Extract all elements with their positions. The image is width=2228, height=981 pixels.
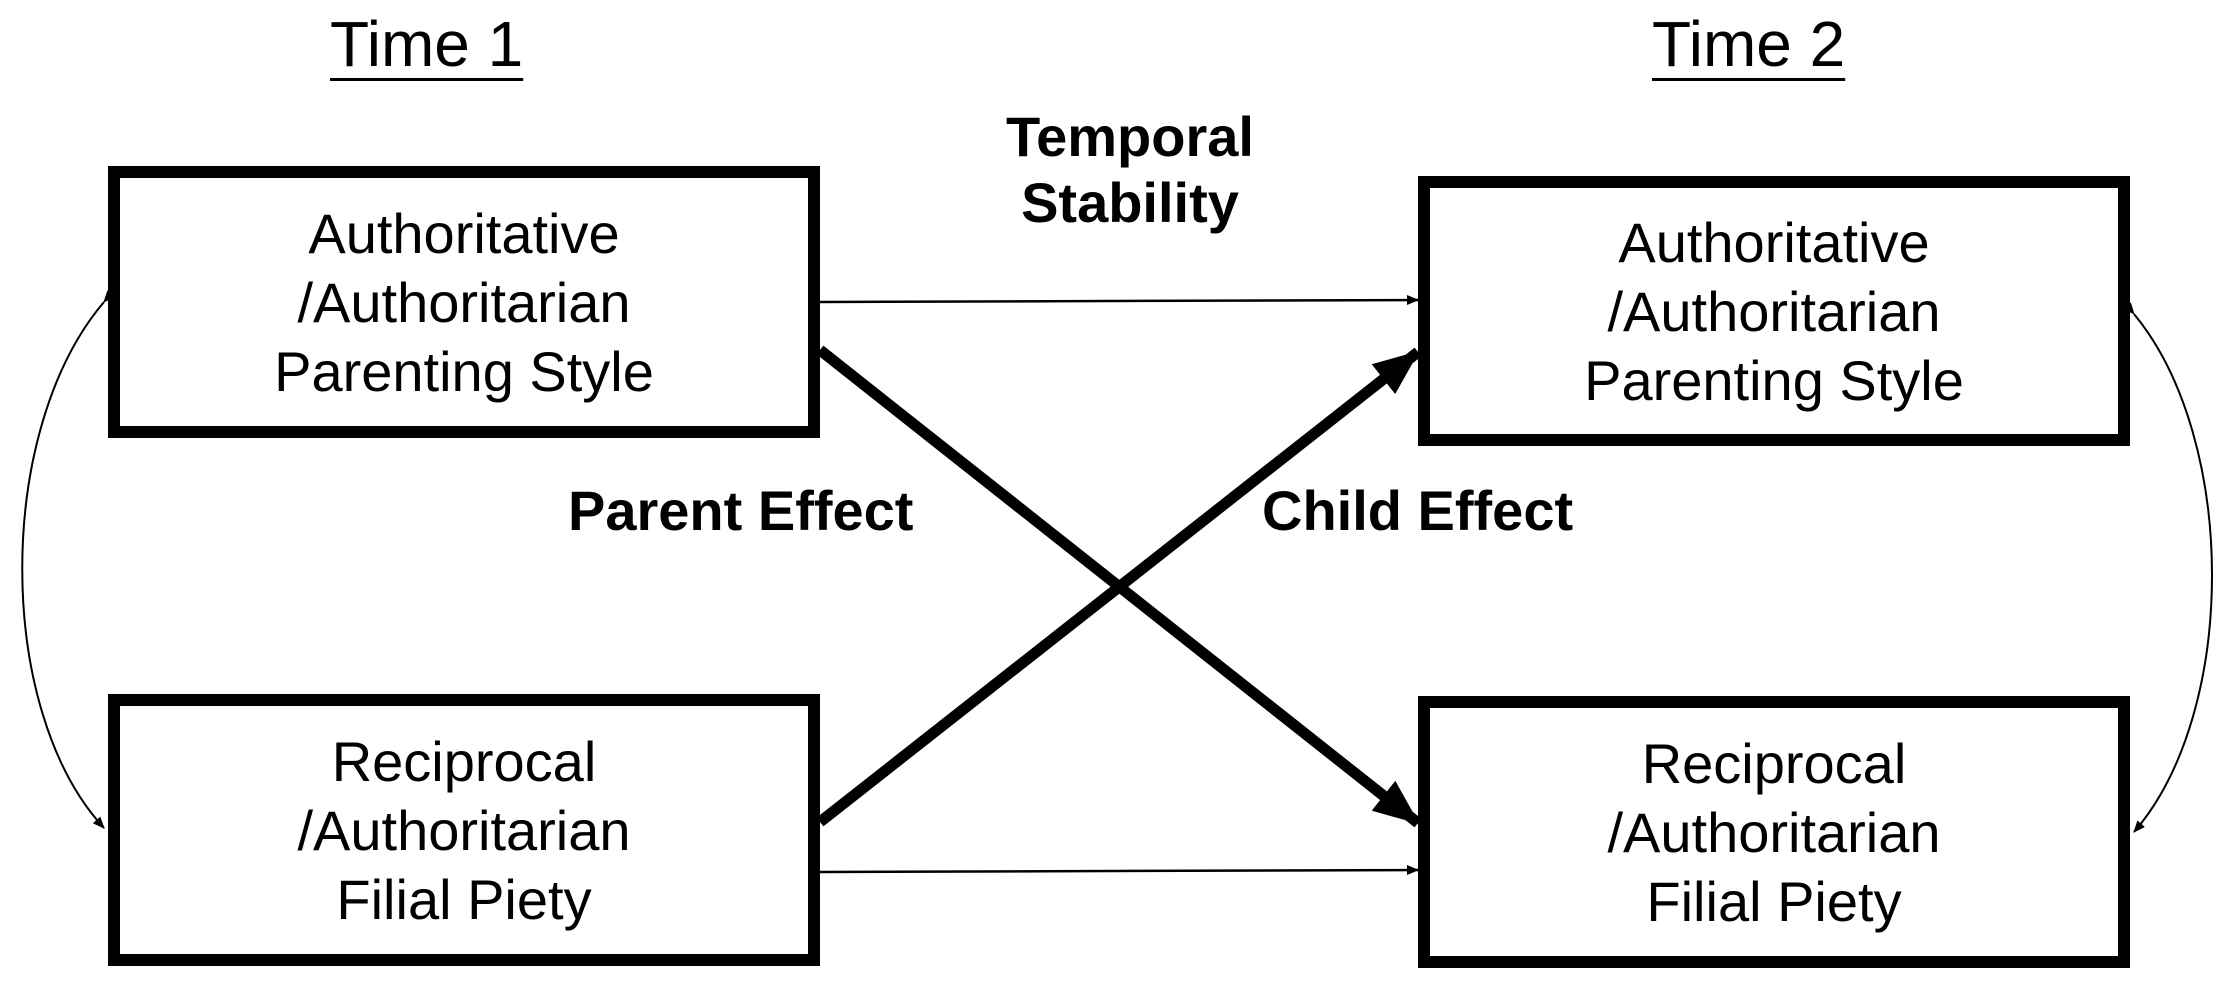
parent-effect-label: Parent Effect xyxy=(568,479,914,542)
box-line: Reciprocal xyxy=(1641,731,1907,795)
time-2-filial-piety-box: Reciprocal /Authoritarian Filial Piety xyxy=(1418,696,2130,968)
box-line: Authoritative xyxy=(308,201,620,265)
box-line: Parenting Style xyxy=(1584,348,1964,412)
time-2-label: Time 2 xyxy=(1652,8,1846,80)
box-line: Filial Piety xyxy=(1646,869,1902,933)
box-line: /Authoritarian xyxy=(1607,800,1941,864)
temporal-stability-label: Temporal Stability xyxy=(960,104,1300,236)
stability-arrow-piety xyxy=(819,865,1419,876)
box-line: Authoritative xyxy=(1618,210,1930,274)
box-line: Parenting Style xyxy=(274,339,654,403)
time-1-parenting-style-box: Authoritative /Authoritarian Parenting S… xyxy=(108,166,820,438)
time-1-filial-piety-box: Reciprocal /Authoritarian Filial Piety xyxy=(108,694,820,966)
time-1-label: Time 1 xyxy=(330,8,524,80)
covariance-arrow-time-1 xyxy=(21,290,115,829)
box-line: Filial Piety xyxy=(336,867,592,931)
child-effect-arrow xyxy=(816,347,1422,827)
temporal-stability-line-1: Temporal xyxy=(1006,105,1254,168)
box-line: /Authoritarian xyxy=(297,798,631,862)
box-line: /Authoritarian xyxy=(297,270,631,334)
temporal-stability-line-2: Stability xyxy=(1021,171,1239,234)
time-2-parenting-style-box: Authoritative /Authoritarian Parenting S… xyxy=(1418,176,2130,446)
box-line: Reciprocal xyxy=(331,729,597,793)
box-line: /Authoritarian xyxy=(1607,279,1941,343)
covariance-arrow-time-2 xyxy=(2123,302,2213,833)
stability-arrow-parenting xyxy=(819,295,1419,306)
child-effect-label: Child Effect xyxy=(1262,479,1574,542)
